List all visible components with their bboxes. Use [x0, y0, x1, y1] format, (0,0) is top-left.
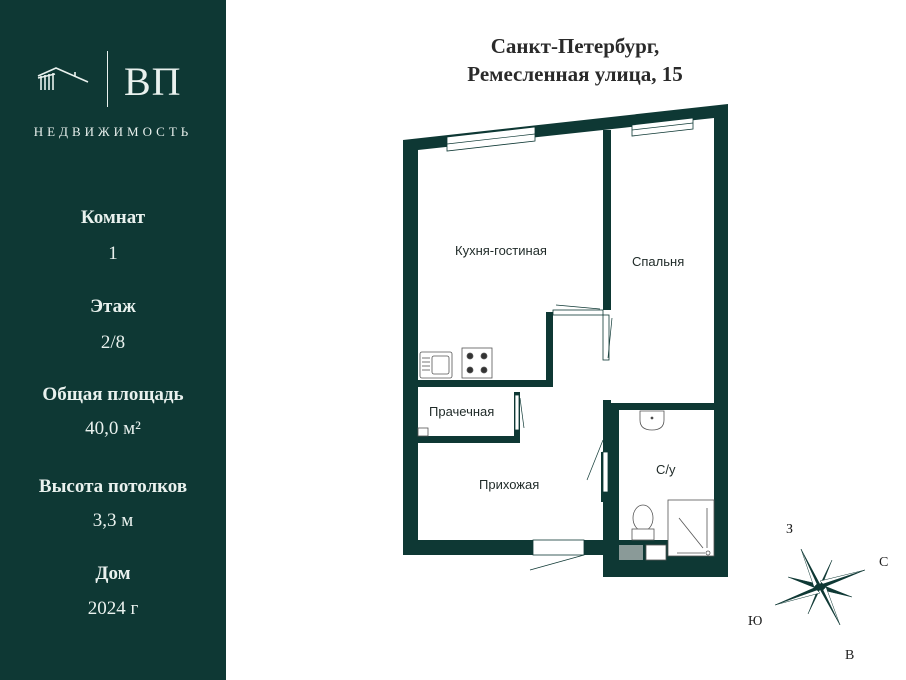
stat-floor-label: Этаж — [90, 296, 136, 317]
stat-year-value: 2024 г — [87, 598, 139, 619]
address-heading: Санкт-Петербург, Ремесленная улица, 15 — [400, 32, 750, 88]
room-label-laundry: Прачечная — [429, 404, 495, 419]
stat-ceiling-label: Высота потолков — [38, 476, 188, 497]
stat-floor-value: 2/8 — [100, 332, 126, 353]
house-icon — [37, 67, 89, 90]
shower-icon — [667, 499, 715, 557]
logo-text: ВП — [124, 59, 182, 104]
room-label-bedroom: Спальня — [632, 254, 685, 269]
address-street: Ремесленная улица, 15 — [467, 62, 683, 86]
stat-year-label: Дом — [95, 563, 131, 584]
kitchen-sink-icon — [419, 351, 453, 379]
info-panel: ВП НЕДВИЖИМОСТЬ Комнат 1 Этаж 2/8 Общая … — [0, 0, 226, 680]
stat-area-label: Общая площадь — [42, 384, 184, 405]
stat-area-value: 40,0 м² — [85, 418, 141, 439]
toilet-icon — [631, 504, 655, 541]
compass-west: З — [786, 522, 794, 537]
address-city: Санкт-Петербург, — [490, 34, 660, 58]
washbasin-icon — [639, 410, 665, 431]
room-label-kitchen-living: Кухня-гостиная — [455, 243, 547, 258]
stat-rooms-value: 1 — [108, 243, 118, 264]
compass-north: С — [879, 555, 889, 570]
compass-south: Ю — [748, 614, 763, 629]
logo-subtitle: НЕДВИЖИМОСТЬ — [33, 124, 193, 139]
logo-divider — [107, 51, 108, 107]
stove-icon — [461, 347, 493, 379]
stat-rooms-label: Комнат — [80, 207, 146, 228]
compass-rose-icon — [774, 548, 866, 626]
brand-logo: ВП НЕДВИЖИМОСТЬ — [0, 0, 226, 160]
compass-east: В — [845, 648, 855, 663]
room-label-hallway: Прихожая — [479, 477, 540, 492]
room-label-bathroom: С/у — [656, 462, 676, 477]
stat-ceiling-value: 3,3 м — [92, 510, 134, 531]
